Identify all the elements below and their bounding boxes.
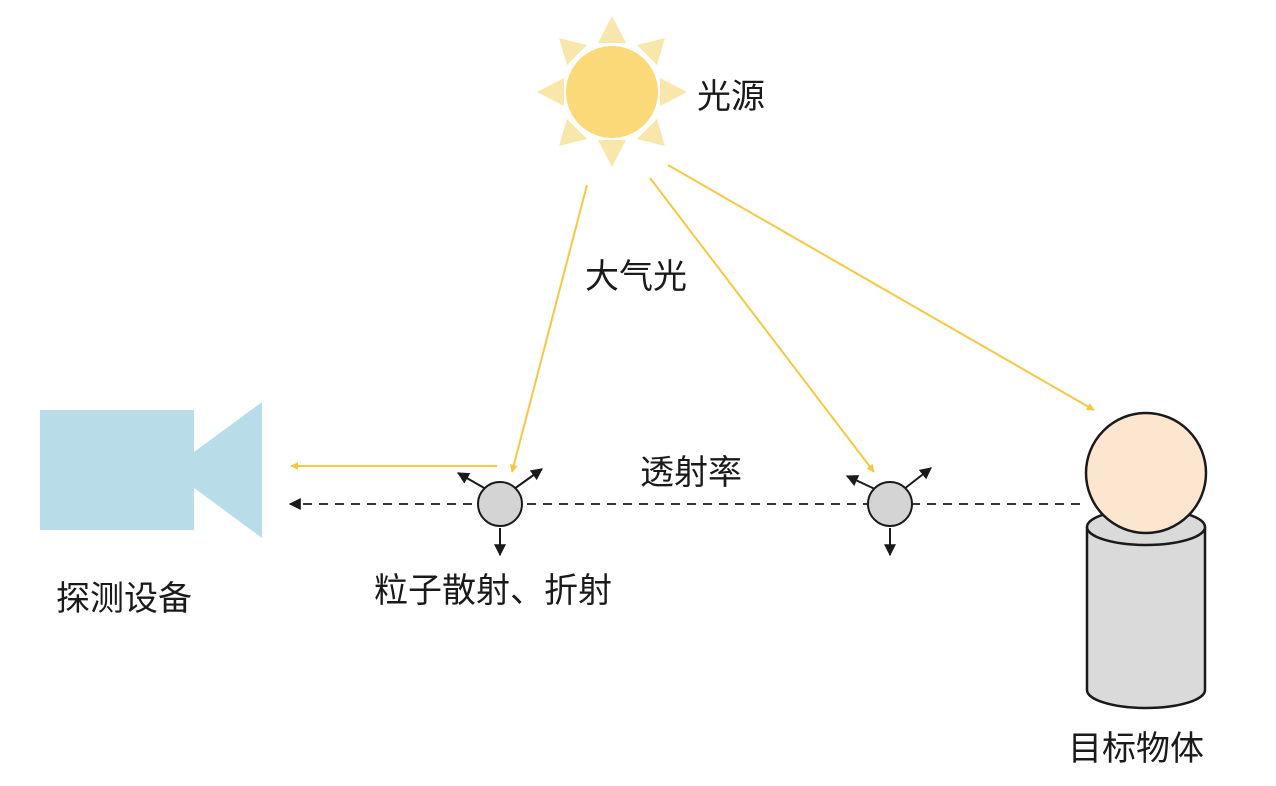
camera-body	[40, 410, 194, 530]
detector-label: 探测设备	[56, 579, 192, 619]
atmospheric-light-label: 大气光	[585, 257, 687, 297]
transmittance-label: 透射率	[640, 453, 742, 493]
particle-2-circle	[867, 481, 913, 527]
camera-lens	[194, 402, 262, 538]
particle-1	[456, 468, 543, 557]
sun-icon	[537, 16, 687, 167]
target-object-icon	[1084, 411, 1208, 710]
particle-2	[845, 467, 932, 557]
sun-rays	[537, 16, 687, 167]
particle-label: 粒子散射、折射	[374, 571, 612, 611]
particle-1-circle	[477, 481, 523, 527]
target-label: 目标物体	[1068, 729, 1204, 769]
light-to-target-arrow	[667, 164, 1095, 411]
target-body	[1085, 527, 1207, 710]
camera-icon	[40, 402, 262, 538]
light-to-particle-arrow	[649, 177, 875, 473]
sun-disc	[566, 46, 658, 138]
atmospheric-light-arrow	[509, 184, 588, 473]
light-source-label: 光源	[697, 77, 765, 117]
target-head	[1084, 411, 1208, 535]
